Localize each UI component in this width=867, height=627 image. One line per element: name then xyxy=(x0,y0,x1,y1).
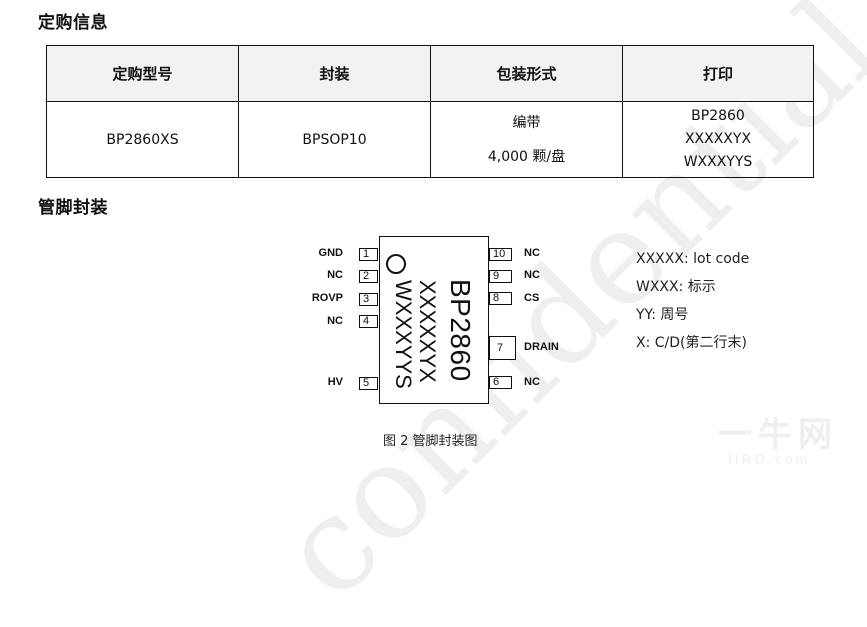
marking-line-3: WXXXYYS xyxy=(683,154,753,170)
pinout-section-title: 管脚封装 xyxy=(38,198,108,218)
figure-caption: 图 2 管脚封装图 xyxy=(383,434,478,449)
logo-sub-text: IIRD.com xyxy=(728,451,811,467)
pin-label-2: NC xyxy=(327,269,343,281)
col-header-packing: 包装形式 xyxy=(430,45,623,102)
cell-model: BP2860XS xyxy=(46,101,239,178)
table-header-row: 定购型号 封装 包装形式 打印 xyxy=(46,45,814,102)
logo-main-text: 一牛网 xyxy=(718,416,838,454)
pin-label-1: GND xyxy=(318,247,343,259)
cell-marking: BP2860 XXXXXYX WXXXYYS xyxy=(622,101,814,178)
chip-marking-line-2: XXXXXYX xyxy=(415,280,440,383)
col-header-marking: 打印 xyxy=(622,45,814,102)
pin1-indicator-icon xyxy=(386,254,406,274)
pin-label-9: NC xyxy=(524,269,540,281)
pin-label-8: CS xyxy=(524,292,540,304)
ordering-section-title: 定购信息 xyxy=(38,13,108,33)
ordering-table: 定购型号 封装 包装形式 打印 BP2860XS BPSOP10 编带 4,00… xyxy=(46,45,814,178)
marking-line-2: XXXXXYX xyxy=(684,131,752,147)
col-header-package: 封装 xyxy=(238,45,431,102)
legend-item: YY: 周号 xyxy=(636,307,689,323)
pin-7: 7 xyxy=(489,336,516,360)
pin-8: 8 xyxy=(489,292,512,305)
pin-9: 9 xyxy=(489,270,512,283)
table-row: BP2860XS BPSOP10 编带 4,000 颗/盘 BP2860 XXX… xyxy=(46,101,814,178)
marking-legend: XXXXX: lot code WXXX: 标示 YY: 周号 X: C/D(第… xyxy=(636,249,749,361)
pin-label-10: NC xyxy=(524,247,540,259)
pin-label-5: HV xyxy=(327,376,343,388)
packing-qty: 4,000 颗/盘 xyxy=(487,148,566,165)
chip-marking-line-3: WXXXYYS xyxy=(391,280,416,389)
pin-label-4: NC xyxy=(327,315,343,327)
marking-line-1: BP2860 xyxy=(691,108,745,124)
packing-type: 编带 xyxy=(512,114,541,131)
legend-item: X: C/D(第二行末) xyxy=(636,335,747,351)
pin-label-3: ROVP xyxy=(311,292,343,304)
pin-2: 2 xyxy=(359,270,378,283)
legend-item: WXXX: 标示 xyxy=(636,279,716,295)
site-logo-watermark: 一牛网 IIRD.com xyxy=(718,418,838,466)
pin-10: 10 xyxy=(489,248,512,261)
cell-package: BPSOP10 xyxy=(238,101,431,178)
pin-3: 3 xyxy=(359,293,378,306)
pin-6: 6 xyxy=(489,376,512,389)
pin-label-7: DRAIN xyxy=(524,341,559,353)
pin-5: 5 xyxy=(359,377,378,390)
chip-body: BP2860 XXXXXYX WXXXYYS xyxy=(379,236,489,404)
pin-label-6: NC xyxy=(524,376,540,388)
legend-item: XXXXX: lot code xyxy=(636,251,750,267)
chip-marking-line-1: BP2860 xyxy=(445,279,476,382)
cell-packing: 编带 4,000 颗/盘 xyxy=(430,101,623,178)
pin-1: 1 xyxy=(359,248,378,261)
col-header-model: 定购型号 xyxy=(46,45,239,102)
pin-4: 4 xyxy=(359,315,378,328)
